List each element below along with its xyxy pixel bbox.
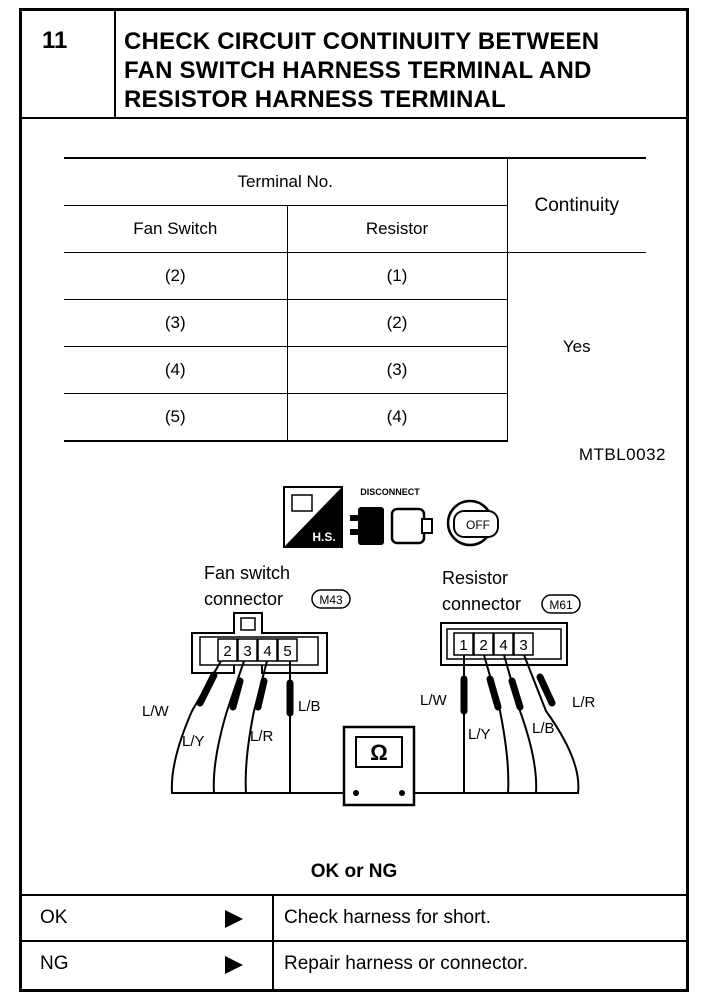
fan-connector-code: M43 [319, 593, 343, 607]
ohmmeter: Ω [342, 725, 416, 807]
wiring-diagram: H.S. DISCONNECT OFF Fan switch connector… [142, 486, 596, 807]
resistor-wire-label: L/B [532, 720, 555, 737]
resistor-connector-label-1: Resistor [442, 568, 508, 588]
fan-pin-label: 4 [263, 643, 271, 660]
figure-id: MTBL0032 [578, 445, 666, 464]
fan-connector-label-2: connector [204, 589, 283, 609]
resistor-probe-tips [460, 673, 556, 715]
terminal-continuity-table: Terminal No. Continuity Fan Switch Resis… [64, 157, 646, 442]
resistor-wire-label: L/W [420, 692, 448, 709]
resistor-terminal: (1) [286, 252, 507, 300]
fan-pin-label: 5 [283, 643, 291, 660]
ignition-off-label: OFF [466, 518, 490, 532]
ohm-symbol: Ω [370, 740, 388, 765]
resistor-connector-label-2: connector [442, 594, 521, 614]
arrow-right-icon [225, 910, 243, 928]
arrow-right-icon [225, 956, 243, 974]
terminal-no-header: Terminal No. [64, 157, 507, 206]
resistor-pin-label: 3 [519, 637, 527, 654]
resistor-connector-code: M61 [549, 598, 573, 612]
step-number: 11 [22, 11, 116, 117]
fan-switch-terminal: (5) [64, 393, 287, 442]
resistor-wire-label: L/Y [468, 726, 491, 743]
disconnect-label: DISCONNECT [360, 487, 420, 497]
resistor-terminal: (3) [286, 346, 507, 394]
resistor-header: Resistor [286, 205, 507, 253]
resistor-pin-label: 2 [479, 637, 487, 654]
result-action: Check harness for short. [284, 907, 491, 928]
resistor-connector: 1 2 4 3 [440, 622, 568, 666]
resistor-terminal: (2) [286, 299, 507, 347]
procedure-step-frame: 11 CHECK CIRCUIT CONTINUITY BETWEEN FAN … [19, 8, 689, 992]
disconnect-icon: DISCONNECT [350, 487, 433, 545]
resistor-pin-label: 4 [499, 637, 507, 654]
continuity-header: Continuity [506, 157, 646, 253]
result-label: NG [40, 953, 69, 974]
resistor-terminal: (4) [286, 393, 507, 442]
result-row-ng: NG Repair harness or connector. [22, 940, 686, 989]
fan-connector-code-badge [311, 589, 351, 609]
table-row: (4) (3) [64, 346, 646, 394]
resistor-connector-code-badge [541, 594, 581, 614]
table-row: (2) (1) Yes [64, 252, 646, 441]
fan-wire-label: L/W [142, 703, 170, 720]
fan-switch-header: Fan Switch [133, 219, 218, 238]
hs-label: H.S. [312, 530, 335, 544]
fan-wire-label: L/R [250, 728, 274, 745]
table-row: (3) (2) [64, 299, 646, 347]
fan-switch-connector: 2 3 4 5 [191, 612, 328, 674]
fan-switch-terminal: (3) [64, 299, 287, 347]
fan-wire-label: L/Y [182, 733, 205, 750]
harness-service-icon: H.S. [283, 486, 343, 548]
step-header: 11 CHECK CIRCUIT CONTINUITY BETWEEN FAN … [22, 11, 686, 119]
step-title-line: CHECK CIRCUIT CONTINUITY BETWEEN [124, 28, 600, 55]
table-row: (5) (4) [64, 393, 646, 442]
result-heading: OK or NG [310, 861, 398, 882]
fan-switch-terminal: (4) [64, 346, 287, 394]
step-title-line: FAN SWITCH HARNESS TERMINAL AND [124, 57, 592, 84]
step-title: CHECK CIRCUIT CONTINUITY BETWEEN FAN SWI… [124, 27, 674, 114]
continuity-value: Yes [506, 252, 646, 441]
fan-switch-probe-tips [196, 671, 294, 717]
result-row-ok: OK Check harness for short. [22, 894, 686, 940]
fan-switch-terminal: (2) [64, 252, 287, 300]
fan-wire-label: L/B [298, 698, 321, 715]
resistor-pin-label: 1 [459, 637, 467, 654]
result-label: OK [40, 907, 68, 928]
fan-connector-label-1: Fan switch [204, 563, 290, 583]
ignition-off-icon: OFF [446, 499, 499, 547]
fan-pin-label: 2 [223, 643, 231, 660]
step-title-line: RESISTOR HARNESS TERMINAL [124, 86, 506, 113]
resistor-wire-label: L/R [572, 694, 596, 711]
result-action: Repair harness or connector. [284, 953, 528, 974]
fan-pin-label: 3 [243, 643, 251, 660]
